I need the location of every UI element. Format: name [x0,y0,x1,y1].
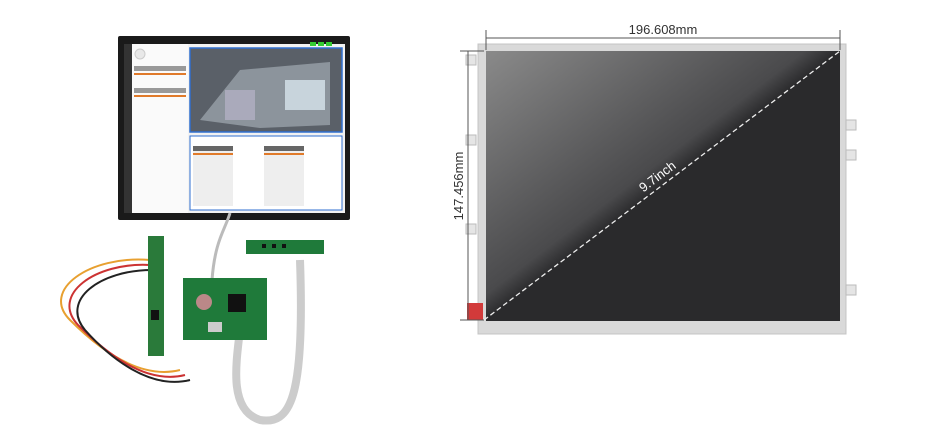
monitor-with-screen [118,36,350,220]
diagonal-line [483,50,841,321]
corner-marker [467,303,483,320]
height-label: 147.456mm [451,152,466,221]
width-label: 196.608mm [629,22,698,37]
lcd-panel [465,43,857,335]
driver-board-kit [60,212,324,425]
dimension-lines [460,30,841,321]
